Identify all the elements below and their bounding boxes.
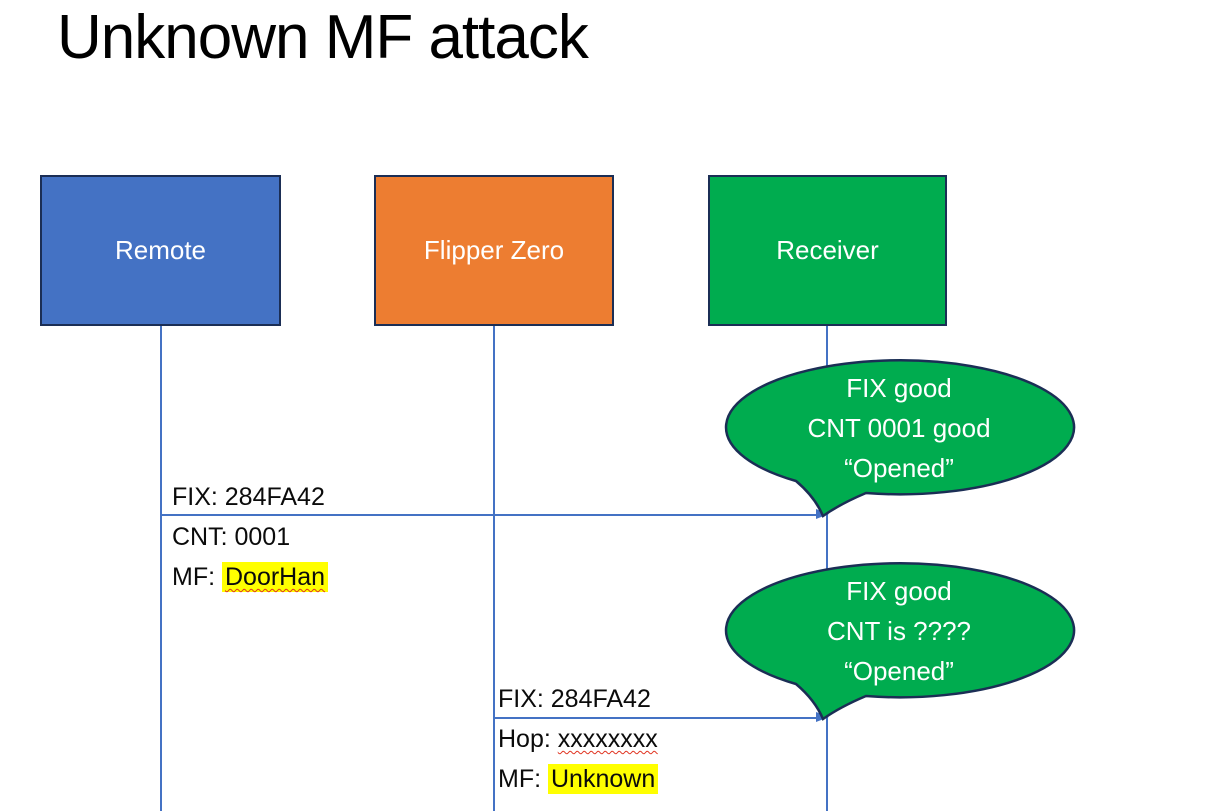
highlighted-term-doorhan: DoorHan xyxy=(222,562,329,592)
speech-bubble-shape xyxy=(724,562,1076,721)
message-1-line-fix: FIX: 284FA42 xyxy=(172,483,325,511)
speech-bubble-shape xyxy=(724,359,1076,518)
message-2-label: FIX: 284FA42 Hop: xxxxxxxx MF: Unknown xyxy=(498,679,659,799)
actor-box-remote: Remote xyxy=(40,175,281,326)
mf-prefix: MF: xyxy=(498,765,548,793)
message-2-line-fix: FIX: 284FA42 xyxy=(498,685,651,713)
callout-line: FIX good xyxy=(846,373,952,403)
lifeline-flipper-zero xyxy=(493,326,495,811)
actor-label-receiver: Receiver xyxy=(776,235,879,265)
callout-line: “Opened” xyxy=(844,656,954,686)
misspelled-term-hopcode: xxxxxxxx xyxy=(557,725,658,753)
message-1-label: FIX: 284FA42 CNT: 0001 MF: DoorHan xyxy=(172,477,329,597)
speech-callout-1: FIX good CNT 0001 good “Opened” xyxy=(718,350,1080,524)
actor-label-flipper-zero: Flipper Zero xyxy=(423,235,565,265)
actor-box-flipper-zero: Flipper Zero xyxy=(374,175,614,326)
callout-line: “Opened” xyxy=(844,453,954,483)
callout-1-text: FIX good CNT 0001 good “Opened” xyxy=(748,368,1050,488)
callout-line: FIX good xyxy=(846,576,952,606)
speech-callout-2: FIX good CNT is ???? “Opened” xyxy=(718,553,1080,727)
message-1-line-cnt: CNT: 0001 xyxy=(172,523,291,551)
lifeline-remote xyxy=(160,326,162,811)
hop-prefix: Hop: xyxy=(498,725,558,753)
callout-line: CNT is ???? xyxy=(826,616,972,646)
message-1-line-mf: MF: DoorHan xyxy=(172,557,329,597)
message-2-line-hop: Hop: xxxxxxxx xyxy=(498,719,658,759)
mf-prefix: MF: xyxy=(172,563,222,591)
message-arrow-flipper-to-receiver xyxy=(494,717,816,719)
actor-box-receiver: Receiver xyxy=(708,175,947,326)
message-arrow-remote-to-receiver xyxy=(161,514,816,516)
message-2-line-mf: MF: Unknown xyxy=(498,759,659,799)
callout-2-text: FIX good CNT is ???? “Opened” xyxy=(748,571,1050,691)
page-title: Unknown MF attack xyxy=(57,3,589,72)
highlighted-term-unknown: Unknown xyxy=(548,764,659,794)
callout-line: CNT 0001 good xyxy=(807,413,991,443)
actor-label-remote: Remote xyxy=(114,235,207,265)
